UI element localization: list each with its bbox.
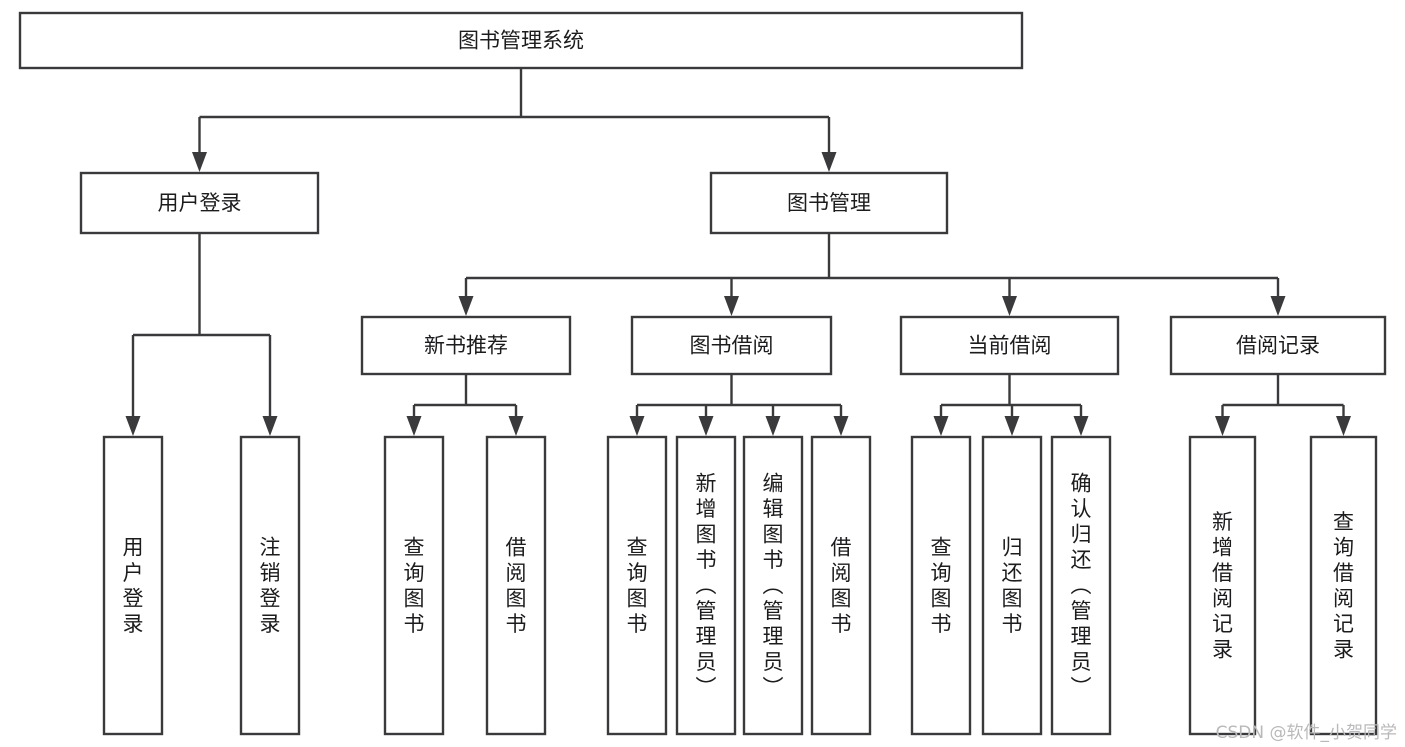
watermark-label: CSDN @软件_小贺同学 [1215,723,1397,743]
node-box-leaf-rec-borrow[interactable] [485,435,547,736]
node-label-leaf-br-query: 查询借阅记录 [1333,510,1354,662]
node-box-leaf-user-login[interactable] [102,435,164,736]
node-label-leaf-rec-borrow: 借阅图书 [506,535,527,636]
connector-layer [125,68,1351,436]
node-label-leaf-cb-query: 查询图书 [931,535,952,636]
node-box-leaf-cb-query[interactable] [910,435,972,736]
node-leaf-br-add[interactable]: 新增借阅记录 [1188,435,1257,736]
node-box-leaf-br-query[interactable] [1309,435,1378,736]
node-box-book-borrow[interactable] [630,315,833,376]
node-label-book-borrow: 图书借阅 [690,334,774,358]
connector-root [192,68,837,172]
node-label-leaf-bb-query: 查询图书 [627,535,648,636]
node-box-leaf-bb-borrow[interactable] [810,435,872,736]
node-label-user-login: 用户登录 [158,191,242,215]
node-leaf-bb-add[interactable]: 新增图书︵管理员︶ [675,435,737,736]
node-root[interactable]: 图书管理系统 [18,11,1024,70]
connector-current-borrow [933,374,1089,436]
node-label-root: 图书管理系统 [458,29,584,53]
node-box-leaf-bb-query[interactable] [606,435,668,736]
node-box-leaf-cb-confirm[interactable] [1050,435,1112,736]
node-box-leaf-rec-query[interactable] [383,435,445,736]
connector-book-manage [458,233,1286,316]
node-current-borrow[interactable]: 当前借阅 [899,315,1120,376]
node-layer: 图书管理系统用户登录图书管理新书推荐图书借阅当前借阅借阅记录用户登录注销登录查询… [18,11,1387,736]
node-leaf-br-query[interactable]: 查询借阅记录 [1309,435,1378,736]
node-label-leaf-bb-add: 新增图书︵管理员︶ [696,472,717,700]
node-leaf-bb-borrow[interactable]: 借阅图书 [810,435,872,736]
node-box-user-login[interactable] [79,171,320,235]
node-box-borrow-record[interactable] [1169,315,1387,376]
node-box-leaf-cb-return[interactable] [981,435,1043,736]
node-leaf-cb-query[interactable]: 查询图书 [910,435,972,736]
node-book-manage[interactable]: 图书管理 [709,171,949,235]
node-label-leaf-cb-return: 归还图书 [1002,535,1023,636]
node-borrow-record[interactable]: 借阅记录 [1169,315,1387,376]
node-box-leaf-user-logout[interactable] [239,435,301,736]
node-book-borrow[interactable]: 图书借阅 [630,315,833,376]
node-label-borrow-record: 借阅记录 [1236,334,1320,358]
node-user-login[interactable]: 用户登录 [79,171,320,235]
node-leaf-bb-edit[interactable]: 编辑图书︵管理员︶ [742,435,804,736]
node-label-leaf-user-login: 用户登录 [123,535,144,636]
node-leaf-cb-confirm[interactable]: 确认归还︵管理员︶ [1050,435,1112,736]
node-label-leaf-user-logout: 注销登录 [260,535,281,636]
node-label-new-book-rec: 新书推荐 [424,334,508,358]
node-box-book-manage[interactable] [709,171,949,235]
node-box-new-book-rec[interactable] [360,315,572,376]
node-label-leaf-bb-borrow: 借阅图书 [831,535,852,636]
connector-borrow-record [1215,374,1351,436]
node-label-leaf-cb-confirm: 确认归还︵管理员︶ [1071,472,1092,700]
node-leaf-user-login[interactable]: 用户登录 [102,435,164,736]
node-leaf-cb-return[interactable]: 归还图书 [981,435,1043,736]
connector-book-borrow [629,374,849,436]
node-leaf-rec-borrow[interactable]: 借阅图书 [485,435,547,736]
node-box-leaf-bb-add[interactable] [675,435,737,736]
node-label-leaf-bb-edit: 编辑图书︵管理员︶ [763,472,784,700]
node-leaf-rec-query[interactable]: 查询图书 [383,435,445,736]
node-new-book-rec[interactable]: 新书推荐 [360,315,572,376]
connector-user-login [125,233,278,436]
node-box-leaf-br-add[interactable] [1188,435,1257,736]
node-leaf-bb-query[interactable]: 查询图书 [606,435,668,736]
node-leaf-user-logout[interactable]: 注销登录 [239,435,301,736]
node-label-leaf-rec-query: 查询图书 [404,535,425,636]
connector-new-book-rec [406,374,524,436]
node-label-leaf-br-add: 新增借阅记录 [1212,510,1233,662]
node-label-current-borrow: 当前借阅 [968,334,1052,358]
node-box-current-borrow[interactable] [899,315,1120,376]
node-box-root[interactable] [18,11,1024,70]
node-box-leaf-bb-edit[interactable] [742,435,804,736]
node-label-book-manage: 图书管理 [787,191,871,215]
